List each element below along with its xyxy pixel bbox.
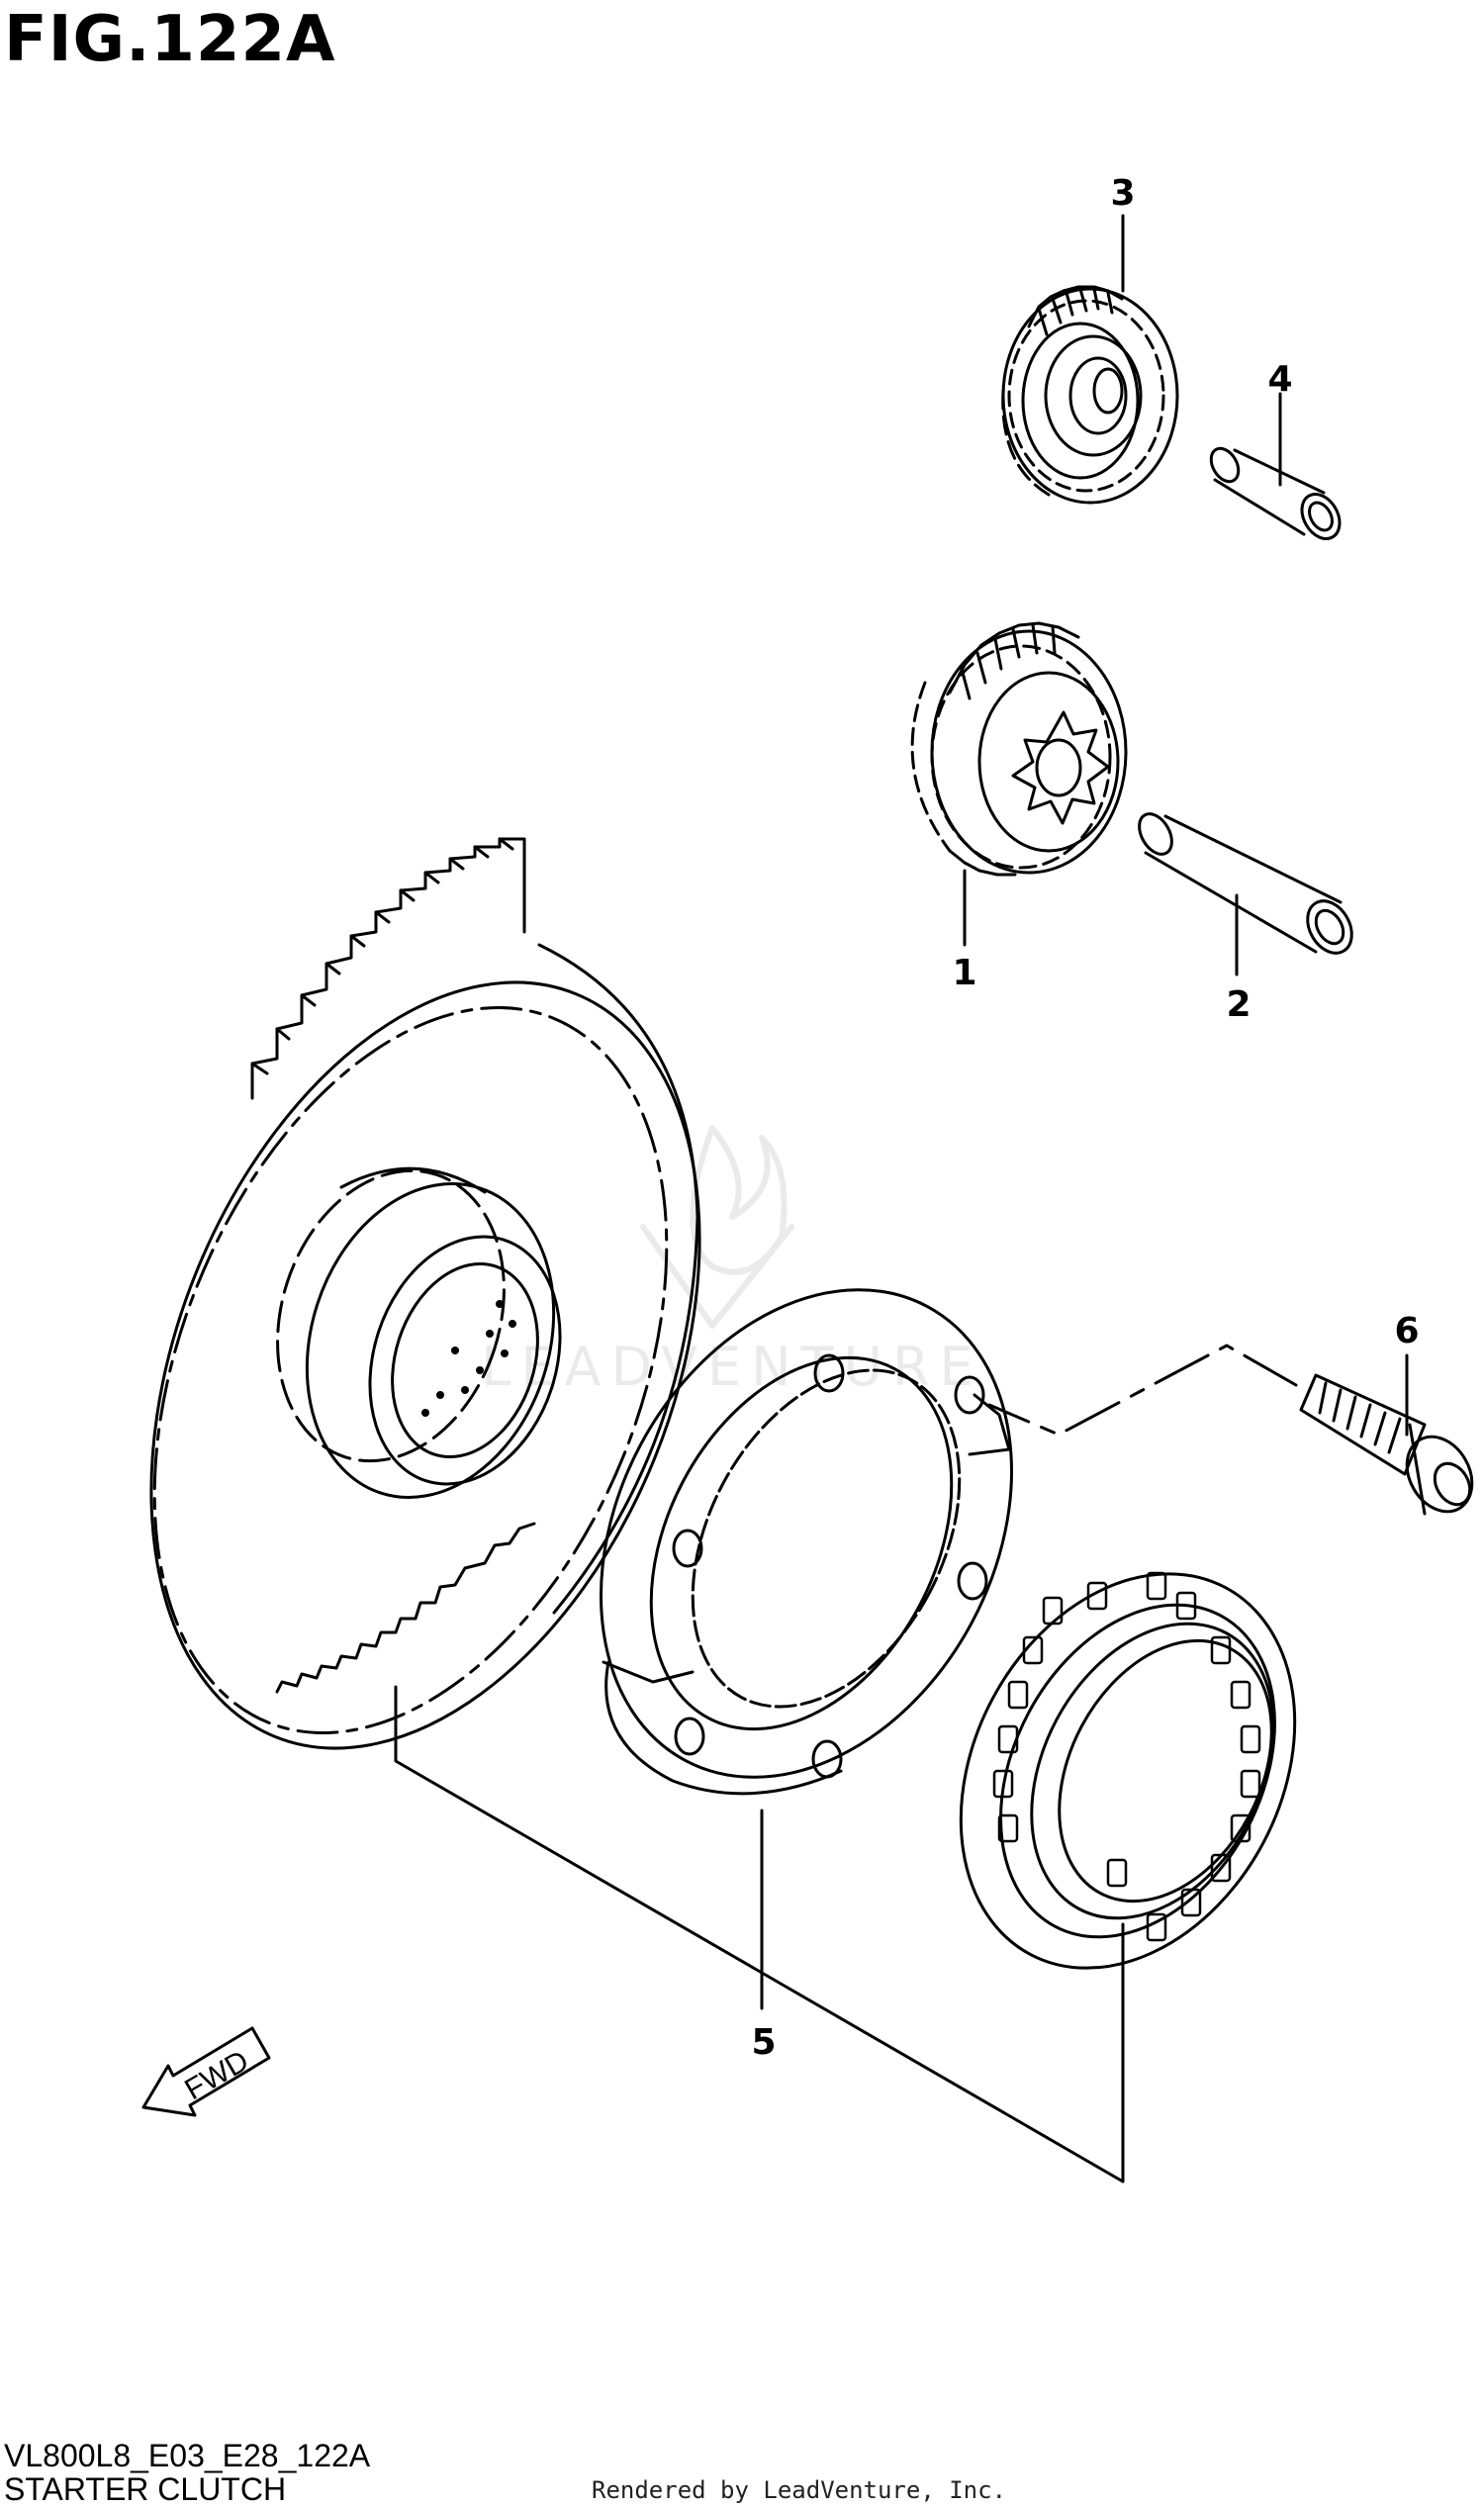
part-1-idle-gear: [910, 621, 1128, 877]
callout-4: 4: [1267, 359, 1292, 400]
callout-1: 1: [952, 953, 976, 993]
fwd-arrow-icon: FWD: [141, 2026, 271, 2117]
fwd-label: FWD: [179, 2044, 254, 2106]
callout-3: 3: [1110, 173, 1135, 214]
render-credit: Rendered by LeadVenture, Inc.: [592, 2476, 1007, 2504]
drawing-name: STARTER CLUTCH: [4, 2471, 287, 2507]
callout-2: 2: [1226, 984, 1251, 1025]
callout-6: 6: [1394, 1311, 1419, 1351]
assembly-line-bolt: [987, 1344, 1298, 1437]
callout-5: 5: [751, 2022, 776, 2063]
part-6-bolt: [1299, 1373, 1474, 1516]
part-3-idle-gear: [1001, 285, 1179, 505]
part-5-clutch-housing: [600, 1288, 1013, 1796]
part-2-idle-shaft: [1138, 812, 1353, 955]
one-way-clutch: [959, 1571, 1297, 1970]
watermark-logo: [640, 1125, 794, 1329]
figure-title: FIG.122A: [4, 3, 336, 76]
drawing-code: VL800L8_E03_E28_122A: [4, 2438, 371, 2473]
leader-lines: [394, 214, 1409, 2184]
starter-driven-gear: [149, 837, 701, 1750]
part-4-idle-shaft: [1209, 446, 1342, 540]
